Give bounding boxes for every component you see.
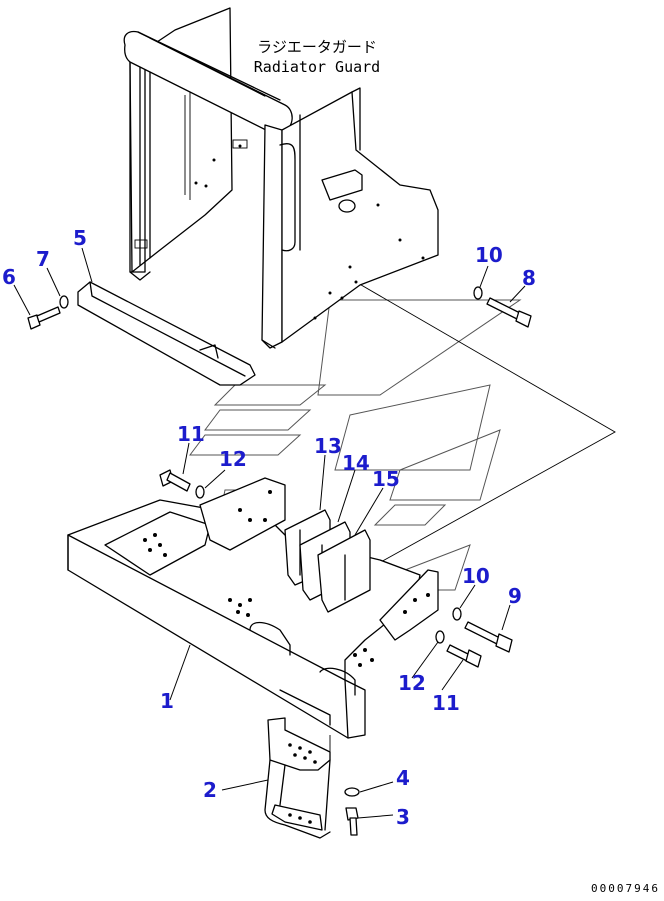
callout-6: 6 <box>2 265 16 289</box>
watermark-logo <box>189 299 522 591</box>
part-4-washer <box>344 787 360 797</box>
part-7-washer <box>59 295 69 309</box>
leader-lines <box>13 247 526 819</box>
part-10-washer-lower <box>452 607 462 621</box>
part-11-bolt-upper <box>159 469 191 492</box>
part-8-bolt <box>486 297 532 328</box>
callout-12-lower: 12 <box>398 671 426 695</box>
callout-3: 3 <box>396 805 410 829</box>
title-japanese: ラジエータガード <box>257 38 377 56</box>
callout-11-upper: 11 <box>177 422 205 446</box>
part-11-bolt-lower <box>446 644 482 668</box>
title-english: Radiator Guard <box>254 58 380 76</box>
callout-14: 14 <box>342 451 370 475</box>
callout-4: 4 <box>396 766 410 790</box>
part-2-step <box>264 717 331 839</box>
callout-8: 8 <box>522 266 536 290</box>
callout-7: 7 <box>36 247 50 271</box>
callout-9: 9 <box>508 584 522 608</box>
callout-10-lower: 10 <box>462 564 490 588</box>
part-5-bracket <box>77 281 256 386</box>
part-10-washer-upper <box>473 286 483 300</box>
callout-labels: 1 2 3 4 5 6 7 8 9 10 10 11 11 12 12 13 1… <box>2 226 536 829</box>
callout-2: 2 <box>203 778 217 802</box>
callout-5: 5 <box>73 226 87 250</box>
reference-lines <box>355 281 616 569</box>
part-12-washer-lower <box>435 630 445 644</box>
callout-15: 15 <box>372 467 400 491</box>
part-6-bolt <box>27 306 61 330</box>
radiator-guard-frame <box>123 7 439 349</box>
callout-1: 1 <box>160 689 174 713</box>
drawing-code: 00007946 <box>591 882 660 895</box>
callout-10-upper: 10 <box>475 243 503 267</box>
part-12-washer-upper <box>195 485 205 499</box>
part-3-bolt <box>345 807 359 836</box>
part-15-shim <box>317 529 371 613</box>
part-9-bolt <box>464 621 513 653</box>
callout-13: 13 <box>314 434 342 458</box>
callout-12-upper: 12 <box>219 447 247 471</box>
callout-11-lower: 11 <box>432 691 460 715</box>
